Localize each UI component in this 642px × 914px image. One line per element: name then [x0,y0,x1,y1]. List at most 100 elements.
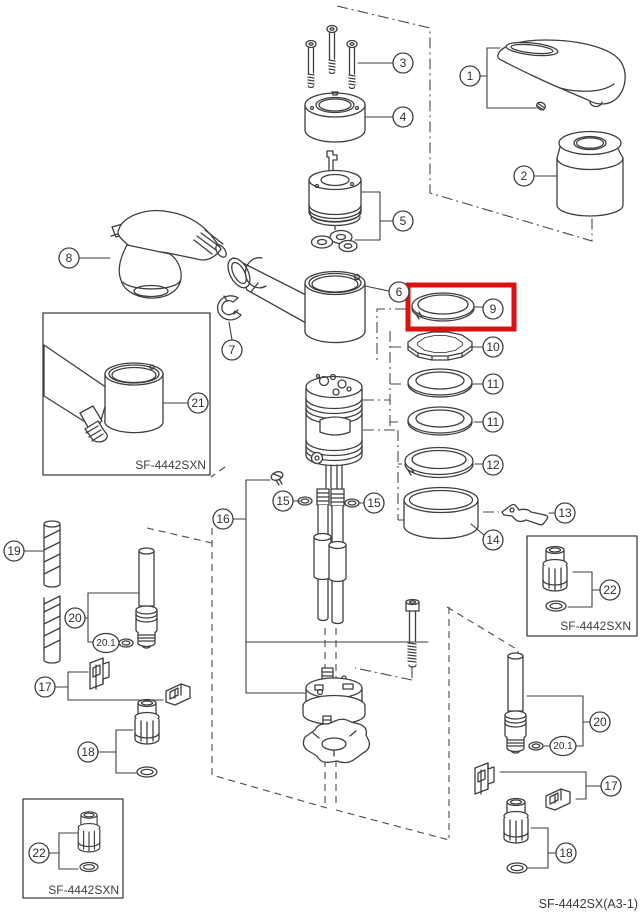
part-5-gasket-drawing [310,229,358,253]
callout-number: 4 [400,110,407,124]
callout-part-22[interactable]: 22 [28,842,50,864]
callout-part-17[interactable]: 17 [600,775,622,797]
part-12-lock-ring-drawing [404,446,474,479]
callout-number: 11 [487,415,500,429]
part-3-screws-drawing [305,24,358,90]
part-8-spray-head-drawing [110,210,227,299]
part-16-valve-body-drawing [270,373,363,489]
callout-number: 22 [603,583,617,597]
callout-number: 18 [81,745,95,759]
part-6-spout-drawing [227,257,366,344]
callout-part-20.1[interactable]: 20.1 [92,632,120,654]
callout-part-7[interactable]: 7 [221,339,243,361]
callout-part-20.1[interactable]: 20.1 [549,735,577,757]
part-2-dome-cap-drawing [556,130,624,217]
callout-number: 20.1 [96,638,116,649]
callout-part-14[interactable]: 14 [482,529,504,551]
part-18-right-connector-drawing [503,797,529,874]
part-1-set-screw-drawing [536,101,546,111]
part-20-right-hose-end-drawing [504,652,527,754]
callout-number: 20 [68,611,82,625]
callout-part-12[interactable]: 12 [482,454,504,476]
boundary-lines-dashdot [336,5,593,681]
callout-number: 14 [486,533,500,547]
callout-part-22[interactable]: 22 [599,579,621,601]
callout-part-11[interactable]: 11 [482,411,504,433]
callout-number: 2 [521,169,528,183]
part-5-cartridge-drawing [308,150,362,253]
callout-number: 18 [559,846,573,860]
callout-part-20[interactable]: 20 [589,711,611,733]
part-11-ring-a-drawing [407,368,473,398]
callout-part-3[interactable]: 3 [392,52,414,74]
callout-number: 12 [486,458,500,472]
callout-number: 13 [558,506,572,520]
callout-part-1[interactable]: 1 [459,65,481,87]
callout-number: 20.1 [553,741,573,752]
part-10-faceted-nut-drawing [407,331,473,361]
callout-part-18[interactable]: 18 [555,842,577,864]
callout-part-9[interactable]: 9 [482,298,504,320]
part-1-handle-drawing [497,39,626,111]
part-17-left-clips-drawing [89,657,191,706]
inset-label-22-left: SF-4442SXN [48,883,119,897]
part-13-wrench-tool-drawing [501,503,549,526]
inset-box-22-left [22,798,124,899]
mounting-base-drawing [302,667,371,764]
part-18-left-connector-drawing [134,698,160,778]
callout-number: 15 [367,496,381,510]
part-20-left-hose-end-drawing [135,547,158,649]
callout-number: 3 [400,56,407,70]
callout-number: 6 [396,285,403,299]
part-9-slip-ring-drawing [411,292,475,322]
part-19-spiral-hose-drawing [43,520,61,664]
callout-part-17[interactable]: 17 [34,676,56,698]
callout-number: 15 [276,494,290,508]
callout-number: 1 [467,69,474,83]
callout-number: 17 [604,779,618,793]
callout-number: 22 [32,846,46,860]
leader-lines [21,47,602,870]
part-20-1-right-oring-drawing [528,741,544,751]
callout-number: 5 [400,214,407,228]
inset-box-21 [42,312,211,476]
callout-part-11[interactable]: 11 [482,373,504,395]
callout-part-4[interactable]: 4 [392,106,414,128]
callout-part-6[interactable]: 6 [388,281,410,303]
callout-part-18[interactable]: 18 [77,741,99,763]
part-16-screw-drawing [270,471,284,486]
callout-number: 20 [593,715,607,729]
callout-part-13[interactable]: 13 [554,502,576,524]
part-4-cap-ring-drawing [304,91,366,143]
inset-label-22-right: SF-4442SXN [560,619,631,633]
callout-number: 9 [490,302,497,316]
callout-part-2[interactable]: 2 [513,165,535,187]
part-16-bolt-drawing [405,598,420,668]
callout-number: 11 [487,377,500,391]
drawing-code-label: SF-4442SX(A3-1) [539,897,638,911]
callout-part-8[interactable]: 8 [58,247,80,269]
callout-number: 19 [7,544,21,558]
part-16-supply-tubes-drawing [313,488,347,625]
part-14-sleeve-drawing [403,486,479,540]
callout-number: 17 [38,680,52,694]
callout-part-5[interactable]: 5 [392,210,414,232]
callout-part-21[interactable]: 21 [187,392,209,414]
part-11-ring-b-drawing [407,406,473,436]
callout-part-16[interactable]: 16 [212,508,234,530]
inset-label-21: SF-4442SXN [135,458,206,472]
part-7-spout-clip-drawing [216,295,242,321]
callout-part-15[interactable]: 15 [272,490,294,512]
callout-part-15[interactable]: 15 [363,492,385,514]
callout-number: 10 [486,340,500,354]
callout-part-20[interactable]: 20 [64,607,86,629]
callout-part-10[interactable]: 10 [482,336,504,358]
callout-part-19[interactable]: 19 [3,540,25,562]
callout-number: 8 [66,251,73,265]
callout-number: 21 [191,396,205,410]
highlight-box-part-9 [405,282,517,332]
part-20-1-left-oring-drawing [118,638,134,648]
